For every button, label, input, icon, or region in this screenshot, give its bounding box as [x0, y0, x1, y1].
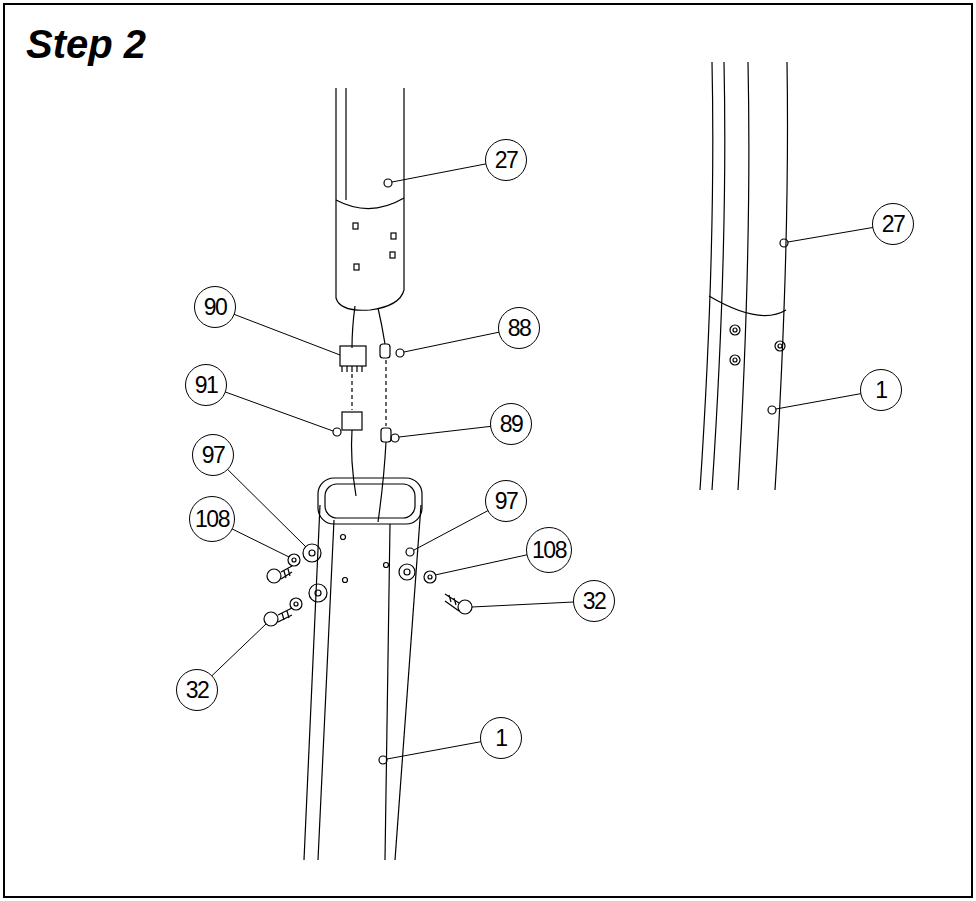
callout-number: 108: [526, 527, 572, 573]
inset-view: [700, 62, 788, 490]
callout-number: 91: [185, 364, 227, 406]
callout-number-text: 97: [495, 490, 518, 513]
callout-number-text: 32: [583, 590, 606, 613]
callout-number-text: 108: [532, 539, 566, 562]
callout-number-text: 1: [495, 727, 506, 750]
callout-number: 27: [485, 139, 527, 181]
fasteners: [264, 544, 472, 626]
callout-number-text: 91: [195, 374, 218, 397]
callout-number: 90: [194, 286, 236, 328]
callout-number-text: 27: [882, 213, 905, 236]
callout-number: 97: [192, 434, 234, 476]
callout-number-text: 88: [508, 317, 531, 340]
callout-number-text: 27: [495, 149, 518, 172]
callout-number: 97: [485, 480, 527, 522]
callout-number: 1: [480, 717, 522, 759]
step-title: Step 2: [26, 24, 146, 64]
callout-number-text: 108: [195, 508, 229, 531]
callout-number-text: 32: [186, 679, 209, 702]
lower-tube: [304, 478, 422, 860]
callout-number: 108: [189, 496, 235, 542]
callout-number: 1: [860, 369, 902, 411]
upper-tube: [336, 88, 404, 310]
callout-number: 27: [872, 203, 914, 245]
callout-number: 88: [498, 307, 540, 349]
callout-number-text: 1: [875, 379, 886, 402]
callout-number-text: 97: [202, 444, 225, 467]
callout-number: 32: [573, 580, 615, 622]
frame: [4, 4, 972, 897]
leader-lines: [197, 160, 893, 759]
callout-number-text: 89: [500, 413, 523, 436]
wires: [333, 306, 404, 522]
callout-number: 89: [490, 403, 532, 445]
callout-number: 32: [176, 669, 218, 711]
callout-number-text: 90: [204, 296, 227, 319]
